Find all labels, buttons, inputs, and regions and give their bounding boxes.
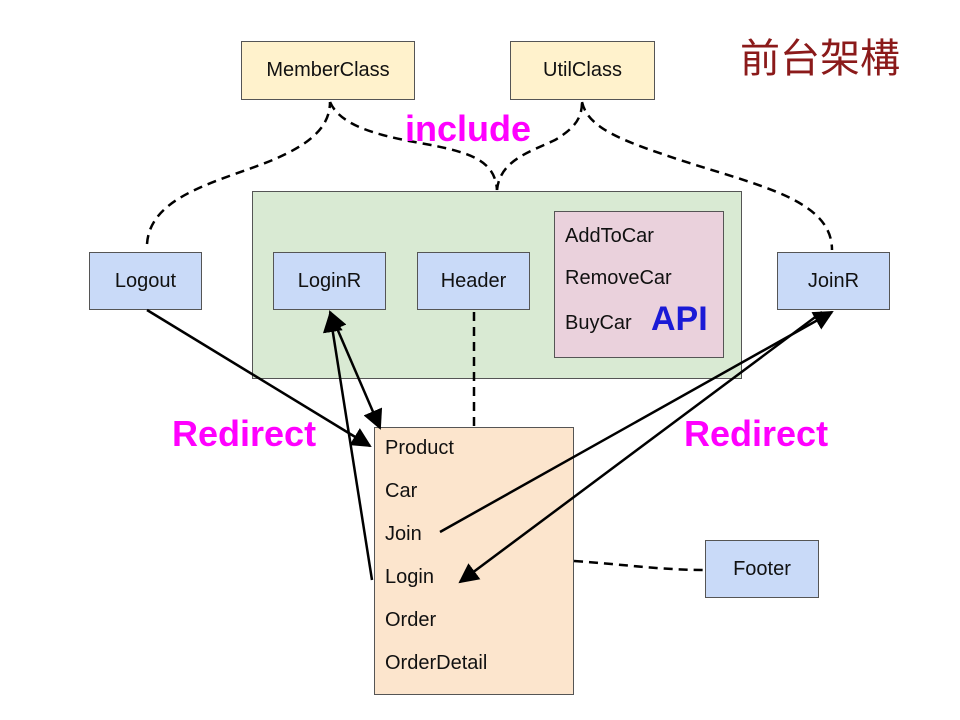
page-item-join: Join <box>385 523 422 545</box>
header-box: Header <box>417 252 530 310</box>
arrow-login-loginr <box>322 312 374 581</box>
redirect-arrows <box>146 308 834 584</box>
page-item-product: Product <box>385 437 454 459</box>
page-list-box: Product Car Join Login Order OrderDetail <box>374 427 574 695</box>
loginr-box: LoginR <box>273 252 386 310</box>
footer-page-link <box>573 559 706 572</box>
arrow-join-joinr <box>439 310 834 534</box>
redirect-right-label: Redirect <box>684 413 829 454</box>
footer-box: Footer <box>705 540 819 598</box>
memberclass-box: MemberClass <box>241 41 415 100</box>
page-item-car: Car <box>385 480 418 502</box>
utilclass-box: UtilClass <box>510 41 655 100</box>
page-item-orderdetail: OrderDetail <box>385 652 488 674</box>
api-item-removecar: RemoveCar <box>565 267 672 289</box>
api-item-addtocar: AddToCar <box>565 225 654 247</box>
api-group-box: AddToCar RemoveCar BuyCar API <box>554 211 724 358</box>
include-link-memberclass-group <box>328 101 499 191</box>
page-item-order: Order <box>385 609 437 631</box>
arrow-joinr-login <box>458 310 823 584</box>
page-item-login: Login <box>385 566 434 588</box>
include-dashed-links <box>145 101 834 572</box>
api-item-buycar: BuyCar <box>565 312 632 334</box>
api-label: API <box>651 300 708 338</box>
include-link-logout-memberclass <box>145 101 332 245</box>
include-link-group-utilclass <box>495 101 584 191</box>
joinr-box: JoinR <box>777 252 890 310</box>
redirect-left-label: Redirect <box>172 413 317 454</box>
arrow-loginr-product <box>327 310 383 430</box>
diagram-title: 前台架構 <box>740 36 900 82</box>
logout-box: Logout <box>89 252 202 310</box>
include-label: include <box>405 108 532 149</box>
include-link-utilclass-joinr <box>580 101 834 251</box>
